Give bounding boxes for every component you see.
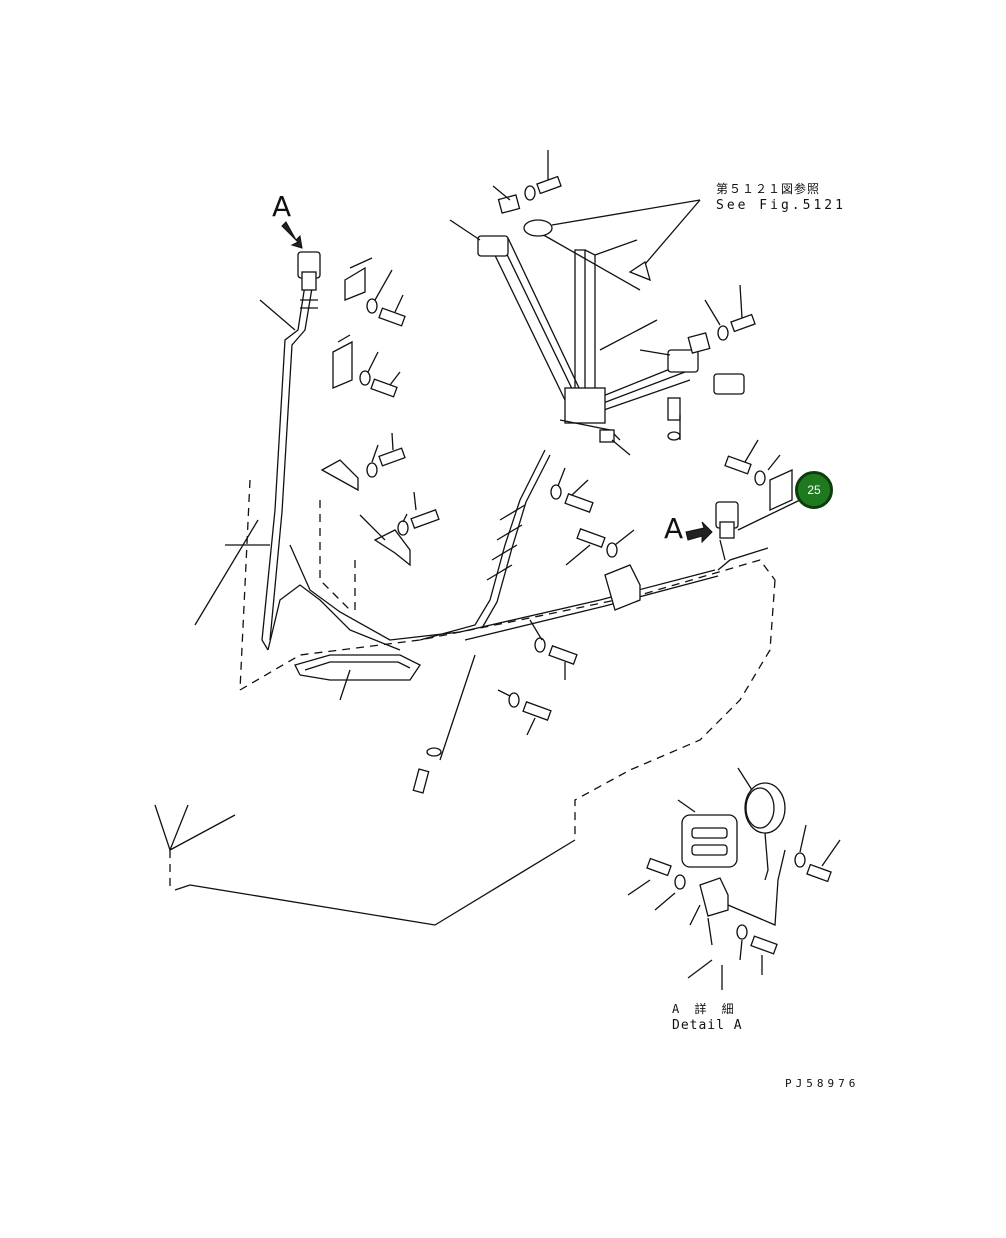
reference-label-jp: 第５１２１図参照	[716, 182, 821, 196]
lamp-stay	[489, 232, 691, 441]
reference-label-en: See Fig.5121	[716, 198, 846, 213]
detail-a-relay	[677, 799, 738, 868]
connector-a-right	[715, 468, 801, 539]
hardware-set	[359, 175, 766, 794]
right-lamp-connector	[639, 349, 745, 395]
connector-a-left	[297, 251, 321, 309]
view-label-right: A	[664, 512, 684, 545]
detail-a-horn	[737, 767, 786, 881]
mirror-clamp	[523, 199, 701, 282]
bracket-1	[344, 257, 373, 301]
view-arrow-right	[685, 521, 713, 544]
detail-a-hardware	[627, 824, 841, 990]
view-arrow-left	[281, 221, 303, 249]
detail-label-jp: A 詳 細	[672, 1002, 738, 1016]
center-harness	[419, 449, 769, 641]
detail-a-bracket	[699, 849, 786, 946]
bracket-2	[332, 334, 353, 389]
left-lamp-connector	[449, 219, 509, 257]
view-label-left: A	[272, 190, 292, 223]
frame-outline	[154, 479, 776, 926]
left-harness	[194, 284, 461, 681]
drawing-number: PJ58976	[785, 1077, 860, 1090]
part-callout-25[interactable]: 25	[795, 471, 833, 509]
detail-label-en: Detail A	[672, 1018, 743, 1033]
center-bracket	[604, 564, 641, 611]
bracket-3	[320, 459, 359, 492]
leader-lines	[339, 150, 781, 761]
small-plates	[497, 194, 711, 443]
